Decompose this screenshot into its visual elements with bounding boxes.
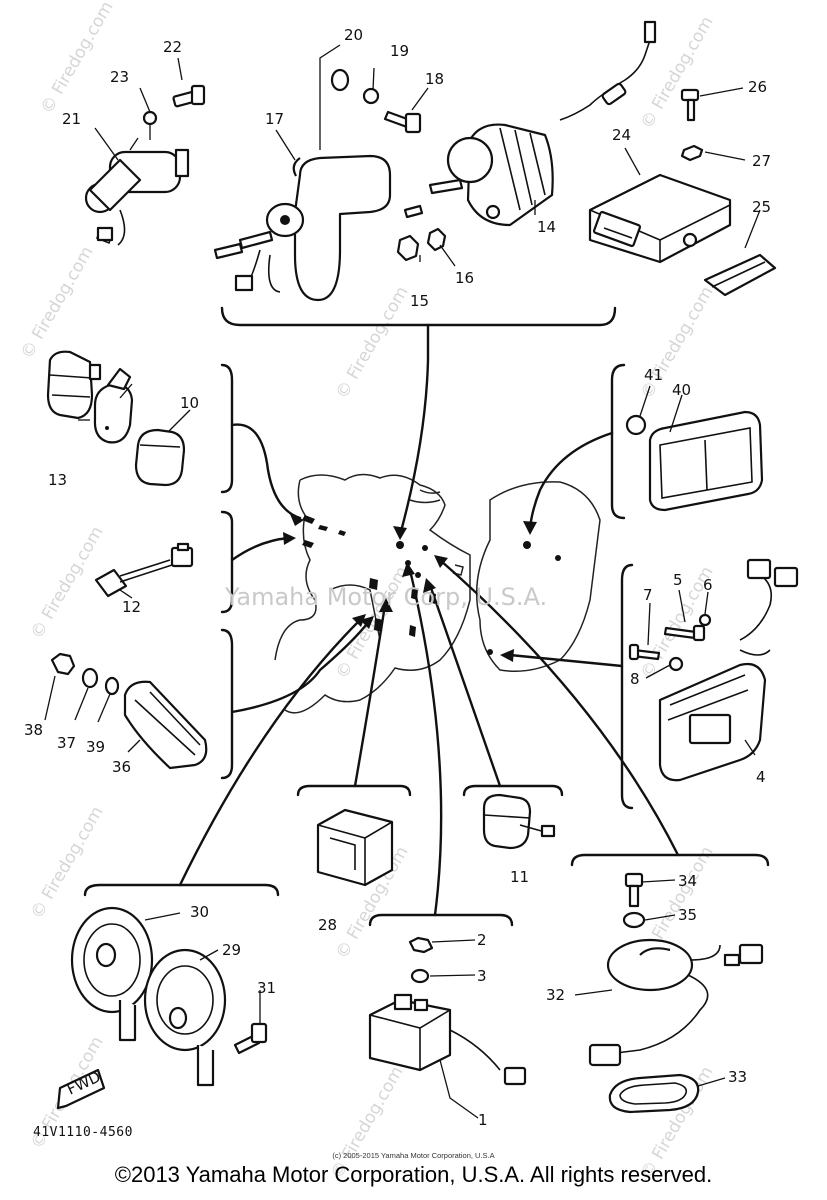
callout-numbers: 1 2 3 4 5 6 7 8 10 11 12 13 14 15 16 17 … — [24, 26, 771, 1129]
part-31-bolt — [233, 1022, 268, 1055]
part-30-horn — [70, 906, 154, 1042]
callout-38: 38 — [24, 721, 43, 739]
callout-8: 8 — [630, 670, 640, 688]
callout-4: 4 — [756, 768, 766, 786]
part-22-bolt — [172, 84, 206, 108]
callout-36: 36 — [112, 758, 131, 776]
part-40-lamp — [648, 410, 764, 512]
callout-17: 17 — [265, 110, 284, 128]
callout-32: 32 — [546, 986, 565, 1004]
connection-arrows — [178, 323, 680, 917]
callout-18: 18 — [425, 70, 444, 88]
watermark: © Firedog.com — [332, 283, 413, 402]
part-15-nut — [396, 234, 420, 262]
motorcycle-frame-outline — [274, 473, 601, 714]
part-3-washer — [410, 968, 430, 984]
callout-15: 15 — [410, 292, 429, 310]
part-38-nut — [50, 652, 76, 676]
callout-6: 6 — [703, 576, 713, 594]
part-5-bolt — [663, 624, 706, 642]
callout-22: 22 — [163, 38, 182, 56]
part-33-gasket — [608, 1073, 700, 1114]
callout-34: 34 — [678, 872, 697, 890]
callout-20: 20 — [344, 26, 363, 44]
callout-14: 14 — [537, 218, 556, 236]
part-27-washer — [680, 144, 704, 162]
part-39-washer — [104, 676, 120, 696]
group-brackets — [83, 306, 770, 927]
callout-31: 31 — [257, 979, 276, 997]
part-32-sensor — [588, 938, 764, 1067]
callout-41: 41 — [644, 366, 663, 384]
callout-28: 28 — [318, 916, 337, 934]
callout-2: 2 — [477, 931, 487, 949]
part-34-bolt — [624, 872, 644, 908]
part-6-washer — [698, 613, 712, 627]
callout-24: 24 — [612, 126, 631, 144]
small-copyright: (c) 2005-2015 Yamaha Motor Corporation, … — [332, 1151, 495, 1160]
watermark: © Firedog.com — [17, 243, 98, 362]
part-2-nut — [408, 936, 434, 954]
part-12-sensor — [94, 542, 194, 598]
callout-27: 27 — [752, 152, 771, 170]
callout-19: 19 — [390, 42, 409, 60]
callout-40: 40 — [672, 381, 691, 399]
part-9-relay — [93, 367, 134, 444]
callout-23: 23 — [110, 68, 129, 86]
callout-7: 7 — [643, 586, 653, 604]
callout-10: 10 — [180, 394, 199, 412]
part-29-horn — [143, 948, 227, 1087]
callout-12: 12 — [122, 598, 141, 616]
callout-11: 11 — [510, 868, 529, 886]
part-24-unit — [588, 173, 732, 264]
part-41-grommet — [625, 414, 647, 436]
part-4-unit — [658, 558, 799, 782]
callout-3: 3 — [477, 967, 487, 985]
part-26-bolt — [680, 88, 700, 122]
part-1-relay — [368, 993, 527, 1086]
callout-29: 29 — [222, 941, 241, 959]
callout-16: 16 — [455, 269, 474, 287]
part-19-nut — [362, 87, 380, 105]
callout-39: 39 — [86, 738, 105, 756]
part-28-relay — [316, 808, 394, 887]
part-21-switch — [84, 148, 190, 246]
part-37-washer — [81, 667, 99, 689]
watermark: © Firedog.com — [27, 523, 108, 642]
part-16-nut — [426, 227, 447, 252]
leader-lines — [44, 44, 761, 1119]
callout-1: 1 — [478, 1111, 488, 1129]
callout-30: 30 — [190, 903, 209, 921]
part-14-unit — [403, 20, 657, 227]
part-7-bolt — [628, 643, 661, 661]
callout-26: 26 — [748, 78, 767, 96]
callout-35: 35 — [678, 906, 697, 924]
part-18-bolt — [383, 110, 422, 134]
callout-25: 25 — [752, 198, 771, 216]
part-13-relay — [46, 350, 102, 420]
main-copyright: ©2013 Yamaha Motor Corporation, U.S.A. A… — [114, 1162, 713, 1187]
part-20-nut — [330, 68, 350, 92]
part-11-relay — [482, 793, 556, 850]
part-17-solenoid — [213, 154, 392, 302]
part-8-washer — [668, 656, 684, 672]
part-23-washer — [129, 110, 158, 151]
part-35-washer — [622, 911, 646, 929]
callout-37: 37 — [57, 734, 76, 752]
fwd-arrow: FWD — [56, 1068, 106, 1110]
part-36-reflector — [123, 680, 208, 770]
watermark: © Firedog.com — [27, 803, 108, 922]
callout-21: 21 — [62, 110, 81, 128]
callout-33: 33 — [728, 1068, 747, 1086]
watermark: © Firedog.com — [37, 0, 118, 117]
callout-5: 5 — [673, 571, 683, 589]
part-10-relay — [134, 428, 186, 487]
callout-13: 13 — [48, 471, 67, 489]
part-25-cover — [703, 253, 777, 297]
part-code: 41V1110-4560 — [33, 1125, 133, 1140]
center-watermark: Yamaha Motor Corp, U.S.A. — [224, 583, 547, 611]
